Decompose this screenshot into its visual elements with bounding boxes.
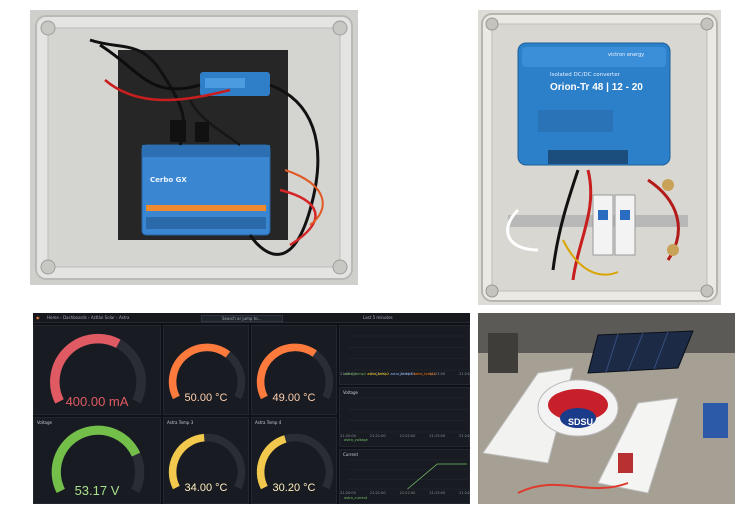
x-tick-label: 21:20:00 xyxy=(340,434,356,438)
gauge-title: Astra Temp 3 xyxy=(167,420,194,425)
gauge-value: 30.20 °C xyxy=(272,482,316,494)
gauge-value: 34.00 °C xyxy=(184,482,228,494)
gauge-panel-temp4: Astra Temp 4 30.20 °C xyxy=(251,417,337,504)
x-tick-label: 21:22:00 xyxy=(400,434,416,438)
gauge-panel-voltage: Voltage 53.17 V xyxy=(33,417,161,504)
breadcrumb: Home › Dashboards › Aztlán Solar › Astra xyxy=(47,315,130,320)
gauge-title: Voltage xyxy=(37,420,53,425)
gauge-title: Astra Temp 4 xyxy=(255,420,282,425)
gauge-fill xyxy=(168,433,205,490)
gauge-panel-temp3: Astra Temp 3 34.00 °C xyxy=(163,417,249,504)
dashboard-top-bar: ◉ Home › Dashboards › Aztlán Solar › Ast… xyxy=(33,313,470,323)
gauge-temp3-arc xyxy=(168,433,246,490)
gauge-fill xyxy=(256,343,317,400)
dashboard-screenshot: ◉ Home › Dashboards › Aztlán Solar › Ast… xyxy=(33,313,470,504)
cerbo-enclosure-illustration xyxy=(30,10,358,285)
solar-boat-illustration xyxy=(478,313,735,504)
legend-item: astra_temp1 xyxy=(344,372,367,376)
orion-brand-label: victron energy xyxy=(608,52,645,58)
solar-boat-photo: SDSU xyxy=(478,313,735,504)
gauge-panel-temp1: 50.00 °C xyxy=(163,325,249,415)
timeseries-title: Voltage xyxy=(343,390,359,395)
series-line xyxy=(407,463,467,490)
x-tick-label: 21:24:00 xyxy=(459,434,470,438)
timeseries-current-plot: 21:20:00 21:21:00 21:22:00 21:23:00 21:24:00 xyxy=(340,459,470,495)
timeseries-panel-voltage: Voltage 21:20:00 21:21:00 21:22:00 21:23:00… xyxy=(339,387,470,447)
timeseries-legend: astra_voltage xyxy=(344,438,368,442)
x-tick-label: 21:23:00 xyxy=(429,434,445,438)
x-tick-label: 21:21:00 xyxy=(370,372,386,376)
x-tick-label: 21:20:00 xyxy=(340,372,356,376)
timeseries-legend: astra_current xyxy=(344,496,367,500)
timeseries-legend: astra_temp1 astra_temp2 astra_temp3 astr… xyxy=(344,372,436,376)
timeseries-title: Current xyxy=(343,452,359,457)
timeseries-panel-temps: 21:20:00 21:21:00 21:22:00 21:23:00 21:24:00… xyxy=(339,325,470,385)
gauge-panel-current: 400.00 mA xyxy=(33,325,161,415)
gauge-value: 400.00 mA xyxy=(65,394,129,409)
legend-item: astra_current xyxy=(344,496,368,500)
x-tick-label: 21:21:00 xyxy=(370,491,386,495)
legend-item: astra_temp4 xyxy=(413,372,436,376)
x-tick-label: 21:24:00 xyxy=(459,372,470,376)
x-tick-label: 21:23:00 xyxy=(429,491,445,495)
orion-product-label: Orion-Tr 48 | 12 - 20 xyxy=(550,82,643,93)
timeseries-panel-current: Current 21:20:00 21:21:00 21:22:00 21:23:00… xyxy=(339,449,470,504)
time-range-picker[interactable]: Last 5 minutes xyxy=(363,315,393,320)
gauge-value: 50.00 °C xyxy=(184,392,228,404)
x-tick-label: 21:23:00 xyxy=(429,372,445,376)
gauge-fill xyxy=(168,343,231,400)
gauge-panel-temp2: 49.00 °C xyxy=(251,325,337,415)
timeseries-temps-plot: 21:20:00 21:21:00 21:22:00 21:23:00 21:24:00 xyxy=(340,335,470,376)
legend-item: astra_temp2 xyxy=(367,372,390,376)
gauge-value: 53.17 V xyxy=(74,483,120,498)
x-tick-label: 21:21:00 xyxy=(370,434,386,438)
orion-enclosure-photo: victron energy Isolated DC/DC converter … xyxy=(478,10,721,305)
x-tick-label: 21:20:00 xyxy=(340,491,356,495)
gauge-fill xyxy=(256,435,287,490)
timeseries-voltage-plot: 21:20:00 21:21:00 21:22:00 21:23:00 21:24:00 xyxy=(340,397,470,438)
legend-item: astra_temp3 xyxy=(390,372,413,376)
cerbo-enclosure-photo: Cerbo GX xyxy=(30,10,358,285)
gauge-voltage-arc xyxy=(51,425,145,493)
gauge-value: 49.00 °C xyxy=(272,392,316,404)
gauge-temp2-arc xyxy=(256,343,334,400)
grafana-logo-icon: ◉ xyxy=(36,315,40,320)
x-tick-label: 21:22:00 xyxy=(400,491,416,495)
orion-subtitle-label: Isolated DC/DC converter xyxy=(550,72,620,78)
legend-item: astra_voltage xyxy=(344,438,368,442)
orion-enclosure-illustration xyxy=(478,10,721,305)
x-tick-label: 21:24:00 xyxy=(459,491,470,495)
x-tick-label: 21:22:00 xyxy=(400,372,416,376)
cerbo-device-label: Cerbo GX xyxy=(150,176,187,184)
gauge-temp1-arc xyxy=(168,343,246,400)
gauge-fill xyxy=(50,333,121,404)
gauge-fill xyxy=(51,425,141,493)
gauge-temp4-arc xyxy=(256,433,334,490)
hull-text: SDSU xyxy=(568,417,594,427)
gauge-current-arc xyxy=(50,333,146,404)
search-input[interactable]: Search or jump to... xyxy=(201,315,283,322)
